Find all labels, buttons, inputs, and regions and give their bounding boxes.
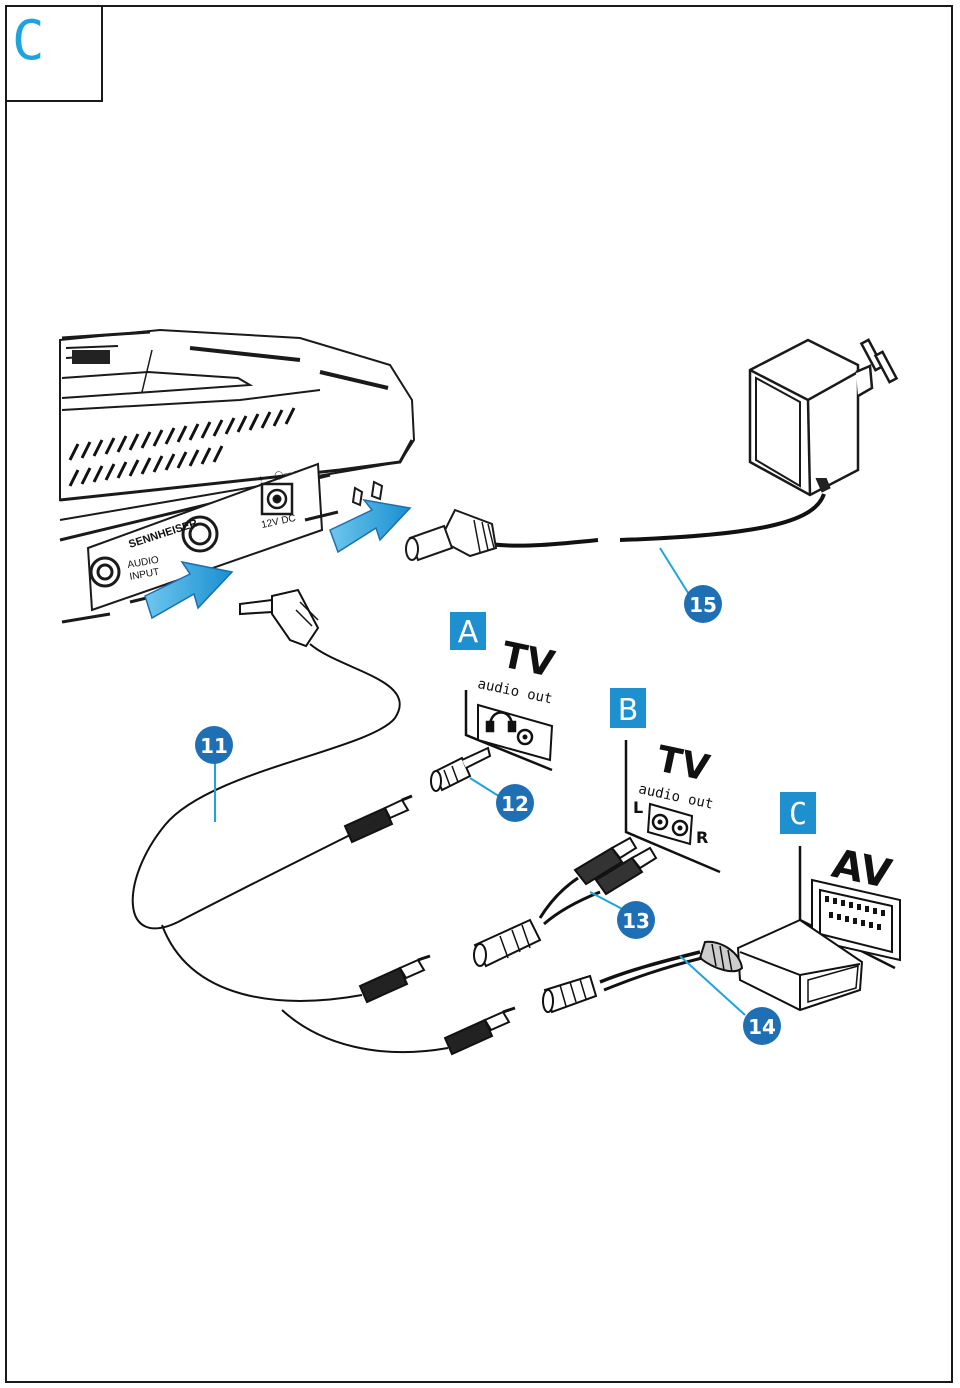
callout-14: 14 — [743, 1007, 781, 1045]
callout-13: 13 — [617, 901, 655, 939]
callout-line-14 — [679, 955, 746, 1016]
source-c-badge — [780, 792, 816, 834]
svg-text:13: 13 — [622, 909, 650, 933]
dc-plug — [405, 508, 498, 562]
jack-plug-b — [358, 954, 431, 1004]
adapter-12 — [430, 746, 492, 792]
svg-text:11: 11 — [200, 734, 228, 758]
jack-socket-13 — [473, 918, 542, 968]
source-c-panel: C AV — [780, 792, 901, 970]
source-b-left: L — [633, 798, 643, 817]
rca-plugs — [573, 836, 658, 896]
base-station — [59, 328, 416, 624]
source-b-right: R — [696, 828, 708, 847]
section-letter: C — [12, 9, 45, 72]
section-box — [5, 5, 103, 102]
source-a-device: TV — [498, 635, 558, 686]
power-adapter-icon — [748, 338, 899, 497]
jack-plug-a — [343, 794, 413, 844]
page-frame — [5, 5, 953, 1383]
arrow-icon — [329, 498, 412, 554]
source-a-panel: A TV audio out — [450, 612, 558, 772]
audio-input-label-2: INPUT — [129, 567, 160, 583]
svg-text:15: 15 — [689, 593, 717, 617]
callout-line-15 — [659, 547, 691, 597]
source-b-device: TV — [653, 739, 713, 790]
callout-12: 12 — [496, 784, 534, 822]
callout-11: 11 — [195, 726, 233, 764]
arrow-icon — [144, 560, 234, 620]
source-c-letter: C — [789, 797, 807, 832]
source-a-badge — [450, 612, 486, 650]
svg-text:14: 14 — [748, 1015, 776, 1039]
scart-plug — [698, 918, 864, 1012]
jack-socket-14 — [542, 974, 598, 1014]
power-cable — [619, 493, 826, 542]
svg-text:12: 12 — [501, 792, 529, 816]
audio-input-label-1: AUDIO — [127, 555, 160, 571]
headphone-icon — [485, 711, 517, 733]
jack-plug-top — [239, 588, 320, 648]
jack-plug-c — [443, 1006, 516, 1056]
callout-15: 15 — [684, 585, 722, 623]
source-a-letter: A — [458, 615, 479, 650]
source-b-letter: B — [618, 693, 639, 728]
source-b-badge — [610, 688, 646, 728]
